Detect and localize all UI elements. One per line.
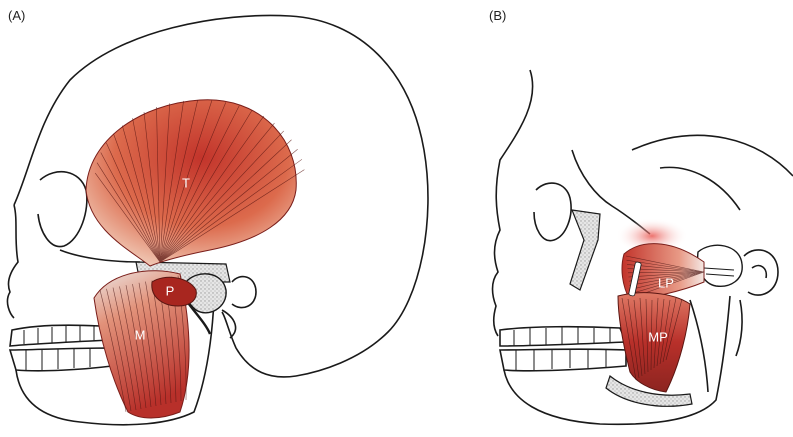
orbit — [38, 172, 87, 247]
upper-teeth — [10, 325, 110, 346]
face-profile — [7, 205, 18, 318]
muscle-label-mp: MP — [648, 329, 668, 344]
muscle-label-m: M — [135, 327, 146, 342]
cranium-outline-b — [493, 70, 533, 336]
orbit-b — [534, 183, 571, 241]
ramus-b — [690, 300, 708, 392]
ear-inner-b — [752, 266, 766, 278]
styloid-b — [736, 300, 742, 356]
muscle-label-p: P — [166, 283, 175, 298]
zygoma — [60, 250, 140, 262]
skull-top-b — [632, 135, 793, 176]
lower-teeth — [10, 348, 112, 371]
temporalis-muscle — [86, 100, 304, 266]
muscle-label-lp: LP — [658, 275, 674, 290]
maxilla-stipple — [570, 210, 600, 290]
ear-b — [744, 250, 778, 295]
muscle-label-t: T — [182, 175, 190, 190]
ear-canal — [232, 277, 256, 308]
skull-inner-b — [660, 167, 740, 210]
